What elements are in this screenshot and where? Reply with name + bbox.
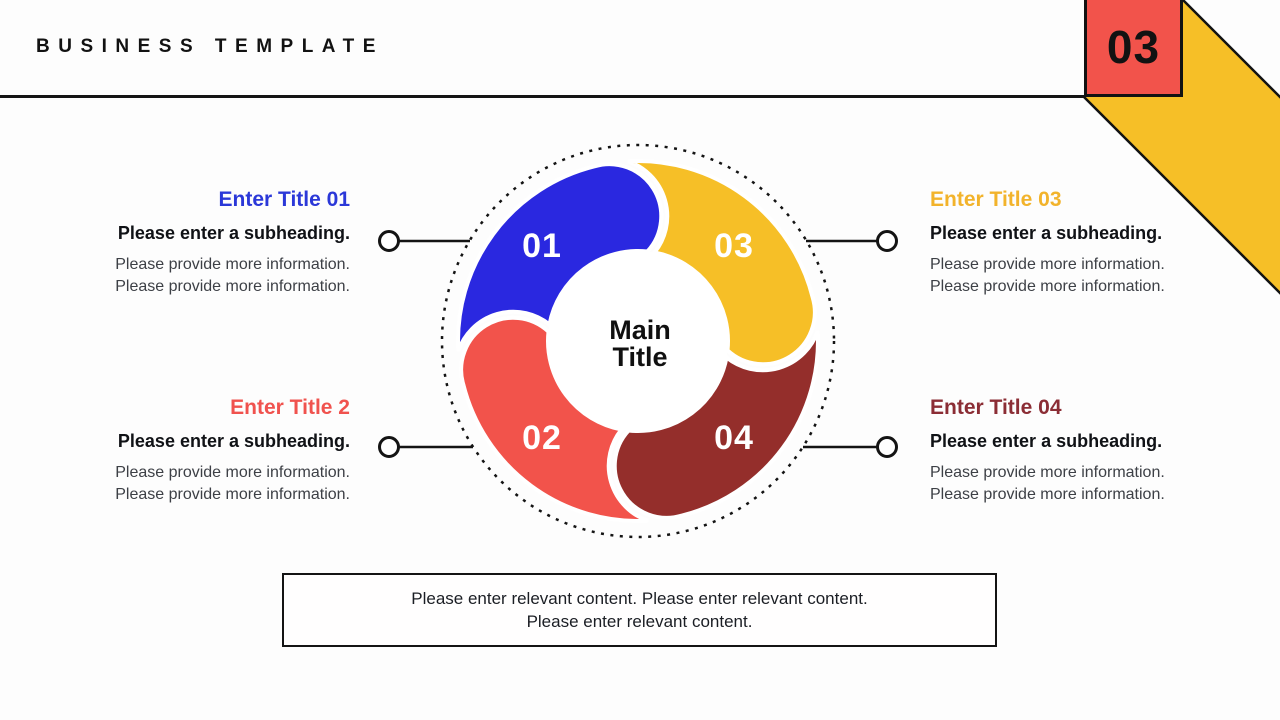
page-number: 03	[1106, 21, 1161, 73]
block-subheading: Please enter a subheading.	[930, 223, 1163, 243]
segment-04-label: 04	[714, 419, 754, 457]
footer-line: Please enter relevant content.	[526, 612, 753, 631]
block-info-line: Please provide more information.	[930, 464, 1165, 481]
block-info-line: Please provide more information.	[115, 464, 350, 481]
header-divider	[0, 95, 1084, 98]
dotted-border-circle	[440, 143, 836, 539]
segment-01-label: 01	[522, 227, 562, 265]
connector-left-top	[378, 230, 470, 252]
block-info-line: Please provide more information.	[115, 256, 350, 273]
info-block-04: Enter Title 04 Please enter a subheading…	[930, 395, 1240, 505]
main-title-line-1: Main	[609, 315, 671, 345]
connector-right-bottom	[803, 436, 898, 458]
block-info-line: Please provide more information.	[115, 277, 350, 295]
segment-03-label: 03	[714, 227, 754, 265]
block-subheading: Please enter a subheading.	[117, 223, 350, 243]
page-number-box: 03	[1084, 0, 1183, 97]
brand-title: BUSINESS TEMPLATE	[36, 36, 384, 57]
footer-content-box: Please enter relevant content. Please en…	[282, 573, 997, 647]
block-info-line: Please provide more information.	[930, 277, 1165, 295]
info-block-03: Enter Title 03 Please enter a subheading…	[930, 187, 1240, 297]
connector-dot	[876, 230, 898, 252]
connector-dot	[378, 230, 400, 252]
connector-dot	[876, 436, 898, 458]
connector-dot	[378, 436, 400, 458]
block-info-line: Please provide more information.	[930, 485, 1165, 503]
block-subheading: Please enter a subheading.	[930, 431, 1163, 451]
info-block-2: Enter Title 2 Please enter a subheading.…	[40, 395, 350, 505]
block-title: Enter Title 01	[218, 188, 351, 211]
diagram-center-circle	[548, 251, 728, 431]
block-info-line: Please provide more information.	[930, 256, 1165, 273]
footer-line: Please enter relevant content. Please en…	[411, 588, 868, 608]
segment-02-label: 02	[522, 419, 562, 457]
connector-left-bottom	[378, 436, 473, 458]
block-info-line: Please provide more information.	[115, 485, 350, 503]
connector-right-top	[806, 230, 898, 252]
block-subheading: Please enter a subheading.	[117, 431, 350, 451]
block-title: Enter Title 03	[930, 188, 1062, 211]
main-title-line-2: Title	[612, 342, 667, 372]
info-block-01: Enter Title 01 Please enter a subheading…	[40, 187, 350, 297]
block-title: Enter Title 04	[930, 396, 1062, 419]
block-title: Enter Title 2	[230, 396, 350, 419]
